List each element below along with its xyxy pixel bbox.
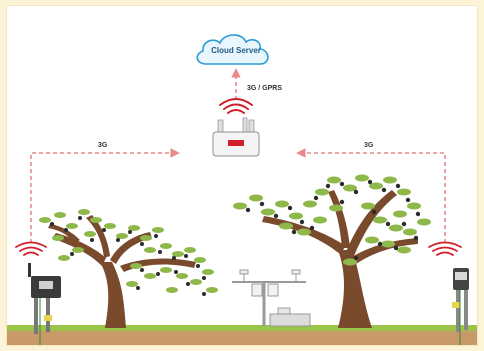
link-right-gateway xyxy=(298,153,445,243)
link-label-3g-left: 3G xyxy=(98,142,107,149)
link-label-3g-gprs: 3G / GPRS xyxy=(247,85,282,92)
signal-icon xyxy=(429,243,461,256)
cloud-server-label: Cloud Server xyxy=(199,46,273,55)
weather-station-icon xyxy=(232,270,310,326)
signal-icon xyxy=(16,243,46,256)
ground xyxy=(7,325,477,345)
link-label-3g-right: 3G xyxy=(364,142,373,149)
signal-icon xyxy=(220,99,252,113)
gateway-router-icon xyxy=(213,118,259,156)
tree-icon xyxy=(39,209,218,328)
